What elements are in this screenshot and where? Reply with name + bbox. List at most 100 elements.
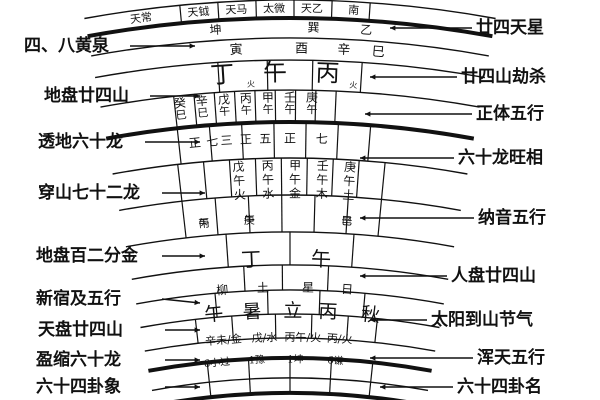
bahuang-char: 巽 (307, 21, 319, 35)
spoke-line (326, 265, 330, 291)
arrow-renpan-head (360, 273, 366, 279)
spoke-line (247, 195, 251, 233)
label-huntian-wuxing: 浑天五行 (477, 348, 545, 368)
arrow-fenjin-head (199, 253, 205, 259)
guaming-char: 1坤 (287, 352, 303, 365)
renpan-char: 午 (311, 247, 332, 272)
dipan-major-char: 丁 (209, 60, 235, 89)
spoke-line (310, 314, 313, 339)
huntian-char: 丙/火 (326, 332, 352, 347)
toudi-char-bottom: 午 (285, 103, 296, 116)
spoke-line (173, 96, 178, 129)
tianpan-char: 暑 (242, 300, 262, 323)
chuanshan-char-top: 壬 (316, 159, 328, 173)
nayin-char: 土 (342, 188, 355, 203)
toudi-char-top: 辛 (195, 94, 208, 109)
compass-spokes (173, 0, 386, 398)
spoke-line (345, 196, 349, 234)
huntian-char: 丙午/火 (284, 331, 321, 345)
ring-arc (94, 59, 486, 79)
spoke-line (214, 197, 219, 235)
ring-arc (91, 37, 489, 57)
spoke-line (179, 5, 183, 24)
toudi-char-bottom: 午 (306, 103, 317, 116)
arrow-tianpan-head (194, 327, 200, 333)
spoke-line (241, 123, 244, 160)
spoke-line (217, 62, 221, 93)
ring-arc (105, 120, 475, 141)
chuanshan-char-mid: 午 (262, 173, 274, 187)
arrow-bahuangquan-head (189, 43, 195, 49)
toudi-char-top: 庚 (306, 90, 318, 105)
fenjin-char: 午 (244, 214, 256, 227)
star-name: 天乙 (301, 2, 323, 15)
label-wangxiang-60: 六十龙旺相 (458, 148, 543, 168)
nayin-char: 木 (315, 187, 327, 201)
ring-arc (136, 289, 444, 305)
star-name: 天钺 (187, 4, 210, 20)
arrow-guaxiang-head (194, 384, 200, 390)
spoke-line (331, 158, 334, 196)
spoke-line (334, 90, 337, 124)
label-xinxiu: 新宿及五行 (36, 289, 121, 309)
arrow-xinxiu-head (194, 299, 200, 305)
toudi-char-bottom: 巳 (197, 106, 209, 120)
spoke-line (233, 91, 237, 124)
bahuang-char: 乙 (360, 23, 373, 38)
spoke-line (314, 90, 317, 123)
label-yingsuo-60: 盈缩六十龙 (36, 350, 121, 370)
arrow-wangxiang-head (360, 155, 366, 161)
toudi-char-bottom: 午 (263, 103, 274, 116)
chuanshan-char-mid: 午 (289, 172, 301, 186)
ring-arc (140, 313, 440, 329)
spoke-line (231, 315, 234, 341)
xinxiu-char: 日 (341, 282, 354, 297)
spoke-line (346, 315, 349, 341)
spoke-line (306, 158, 308, 196)
dipan-char: 巳 (371, 45, 385, 61)
spoke-line (266, 60, 269, 91)
label-jiesha-24: 廿四山劫杀 (461, 67, 546, 87)
spoke-line (176, 128, 182, 165)
arrow-chuanshan-head (199, 190, 205, 196)
nayin-char: 火 (234, 187, 247, 202)
ring-arc (84, 0, 496, 20)
guaming-char: 6谦 (327, 353, 344, 367)
label-guaming-64: 六十四卦名 (457, 377, 542, 397)
label-bahuangquan: 四、八黄泉 (24, 36, 109, 56)
wangxiang-char: 正 (284, 132, 296, 146)
chuanshan-char-top: 庚 (344, 159, 357, 175)
arrow-huntian-head (370, 355, 376, 361)
spoke-line (255, 0, 257, 19)
label-nayin-wuxing: 纳音五行 (478, 208, 546, 228)
spoke-line (181, 201, 187, 238)
label-arrows (130, 25, 474, 390)
toudi-char-top: 癸 (173, 96, 186, 111)
renpan-char: 丁 (241, 247, 262, 272)
spoke-line (336, 123, 339, 160)
arrow-tianxing-head (390, 25, 396, 31)
chuanshan-char-mid: 午 (233, 173, 246, 188)
spoke-line (247, 359, 251, 395)
arrow-toudi-head (194, 139, 200, 145)
label-tianpan-24: 天盘廿四山 (38, 320, 123, 340)
spoke-line (273, 122, 275, 159)
spoke-line (368, 2, 371, 21)
xinxiu-char: 星 (302, 281, 314, 295)
star-name: 南 (348, 4, 360, 18)
ring-arc (112, 157, 468, 175)
chuanshan-char-top: 戊 (232, 159, 245, 174)
spoke-line (193, 94, 198, 127)
chuanshan-char-top: 甲 (289, 158, 301, 172)
arrow-jieqi-head (370, 317, 376, 323)
toudi-char-top: 戊 (217, 92, 230, 107)
spoke-line (311, 60, 314, 91)
ring-arc (100, 89, 480, 108)
tianpan-char: 丙 (318, 300, 338, 323)
wuxing-small: 火 (247, 80, 255, 89)
toudi-char-top: 壬 (284, 91, 296, 105)
fenjin-char: 午 (198, 217, 210, 231)
fenjin-char: 巳 (341, 214, 353, 228)
